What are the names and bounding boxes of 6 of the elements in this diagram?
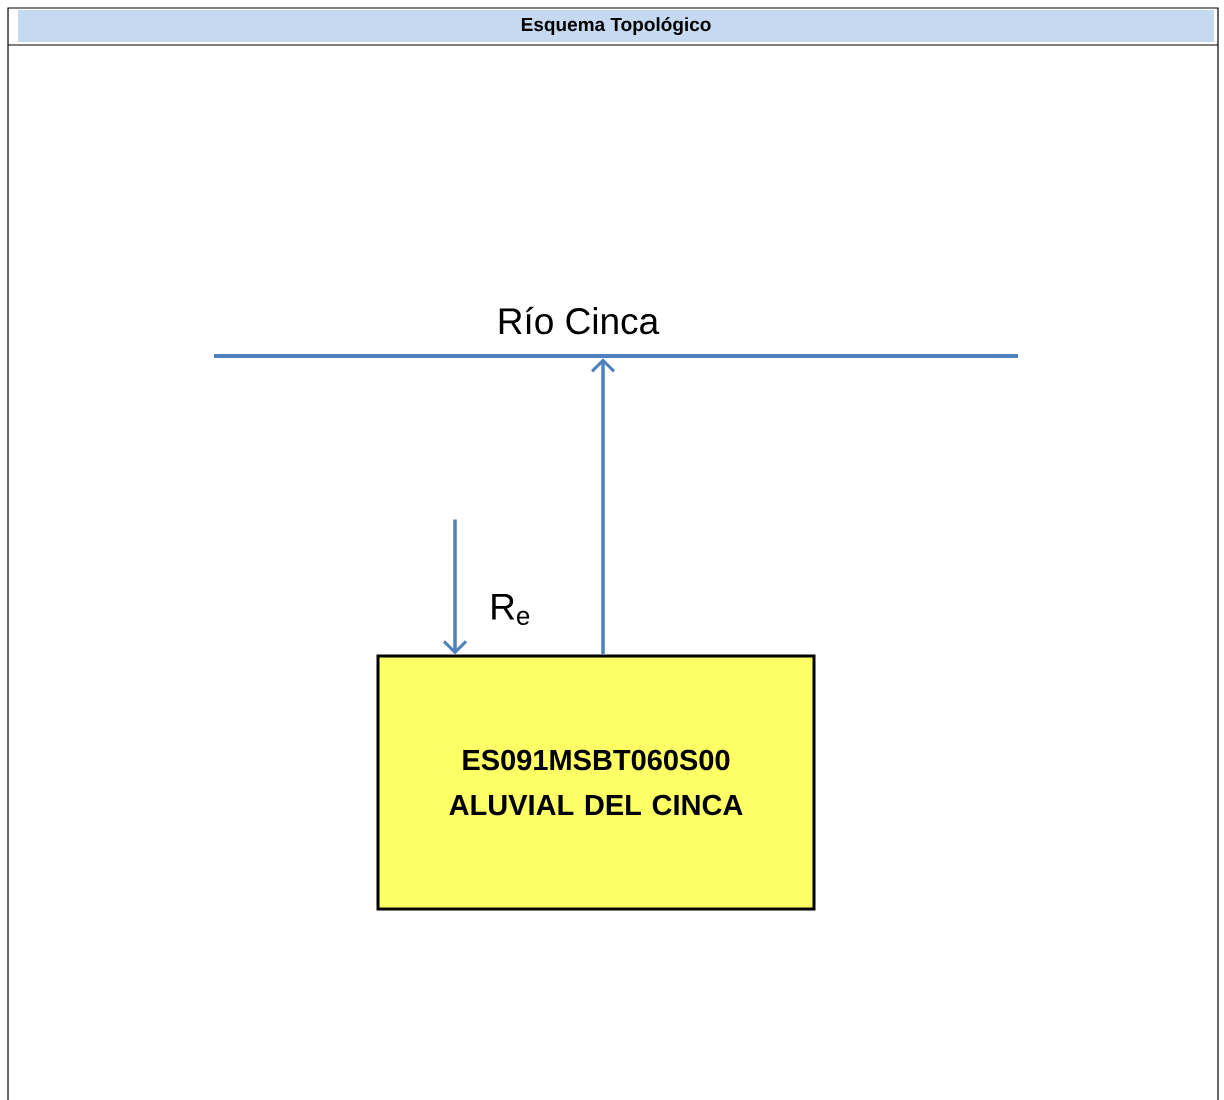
- aquifer-box: ES091MSBT060S00 ALUVIAL DEL CINCA: [376, 654, 816, 911]
- arrow: [590, 358, 616, 655]
- edge-label: R$_{e}$: [492, 593, 530, 626]
- river-line: Río Cinca: [214, 306, 1018, 358]
- header-band: Esquema Topológico: [18, 10, 1214, 42]
- arrow: [442, 519, 468, 655]
